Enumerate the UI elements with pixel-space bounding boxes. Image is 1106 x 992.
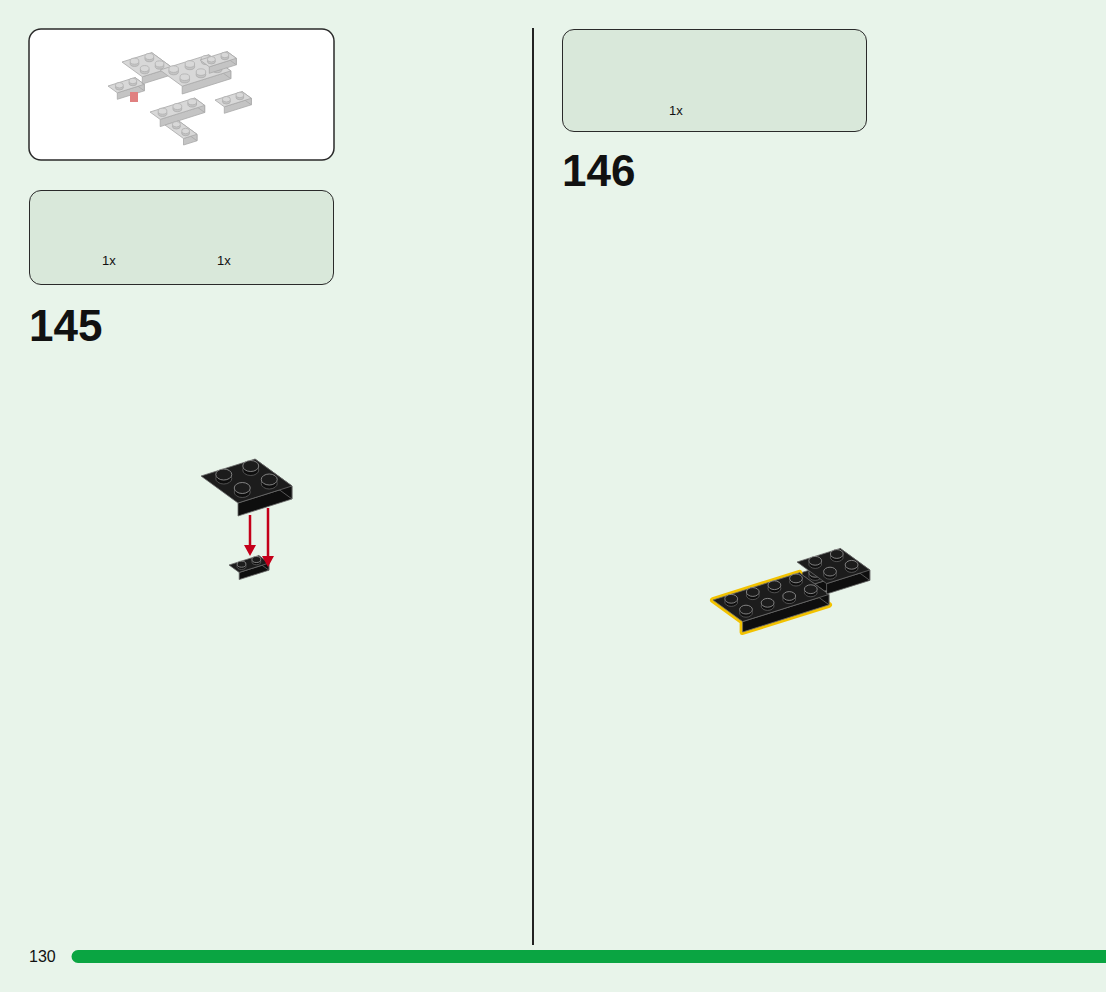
stud-top <box>140 66 149 72</box>
stud-top <box>172 122 180 128</box>
stud-top <box>130 58 139 64</box>
progress-bar <box>72 950 1106 963</box>
step-divider <box>532 28 534 945</box>
stud-top <box>746 588 759 597</box>
stud-top <box>169 66 179 73</box>
part-quantity: 1x <box>102 254 116 267</box>
brick-plate <box>201 459 292 516</box>
stud-top <box>216 469 232 480</box>
stud-top <box>824 567 837 576</box>
stud-top <box>804 585 817 594</box>
stud-top <box>221 52 229 58</box>
part-quantity: 1x <box>669 104 683 117</box>
stud-top <box>243 461 259 472</box>
plate-top <box>713 573 829 622</box>
assembly-arrowhead <box>244 545 274 567</box>
brick-plate <box>229 556 269 580</box>
stud-top <box>185 61 195 68</box>
stud-top <box>809 556 822 565</box>
brick-plate <box>150 98 205 127</box>
stud-top <box>129 78 137 84</box>
brick-plate <box>108 78 144 100</box>
stud-top <box>830 550 843 559</box>
stud-top <box>234 483 250 494</box>
plate-top <box>229 556 269 573</box>
stud-top <box>188 99 197 105</box>
part-quantity: 1x <box>217 254 231 267</box>
stud-top <box>740 605 753 614</box>
plate-top <box>797 548 870 583</box>
stud-top <box>845 560 858 569</box>
stud-top <box>261 474 277 485</box>
stud-top <box>196 69 206 76</box>
stud-top <box>761 598 774 607</box>
assembly-arrow <box>250 508 268 561</box>
brick-plate <box>797 548 870 594</box>
step-number: 146 <box>562 149 635 193</box>
stud-top <box>180 74 190 81</box>
step-number: 145 <box>29 304 102 348</box>
plate-top <box>201 459 292 503</box>
spider-preview <box>108 52 251 146</box>
stud-top <box>725 594 738 603</box>
stud-top <box>236 92 244 98</box>
parts-list-box: 1x <box>562 29 867 132</box>
stud-top <box>182 128 190 134</box>
plate-top <box>200 52 236 67</box>
step-145-build <box>201 459 292 580</box>
brick-plate <box>713 573 829 632</box>
stud-top <box>237 561 246 567</box>
stud-top <box>768 581 781 590</box>
stud-top <box>252 556 261 562</box>
plate-top <box>215 92 251 107</box>
stud-top <box>145 53 154 59</box>
brick-plate <box>215 92 251 114</box>
stud-top <box>207 57 215 63</box>
step-146-build <box>713 548 870 632</box>
parts-list-box: 1x 1x <box>29 190 334 285</box>
plate-top <box>108 78 144 93</box>
stud-top <box>222 97 230 103</box>
new-part-highlight <box>713 573 829 632</box>
stud-top <box>158 108 167 114</box>
spider-eye <box>130 92 138 102</box>
stud-top <box>783 592 796 601</box>
stud-top <box>790 574 803 583</box>
brick-plate <box>165 121 197 145</box>
page-number: 130 <box>29 949 56 965</box>
plate-top <box>165 121 197 139</box>
brick-plate <box>200 52 236 74</box>
plate-top <box>150 98 205 119</box>
stud-top <box>155 61 164 67</box>
stud-top <box>115 83 123 89</box>
submodel-preview-box <box>29 29 334 160</box>
stud-top <box>173 103 182 109</box>
